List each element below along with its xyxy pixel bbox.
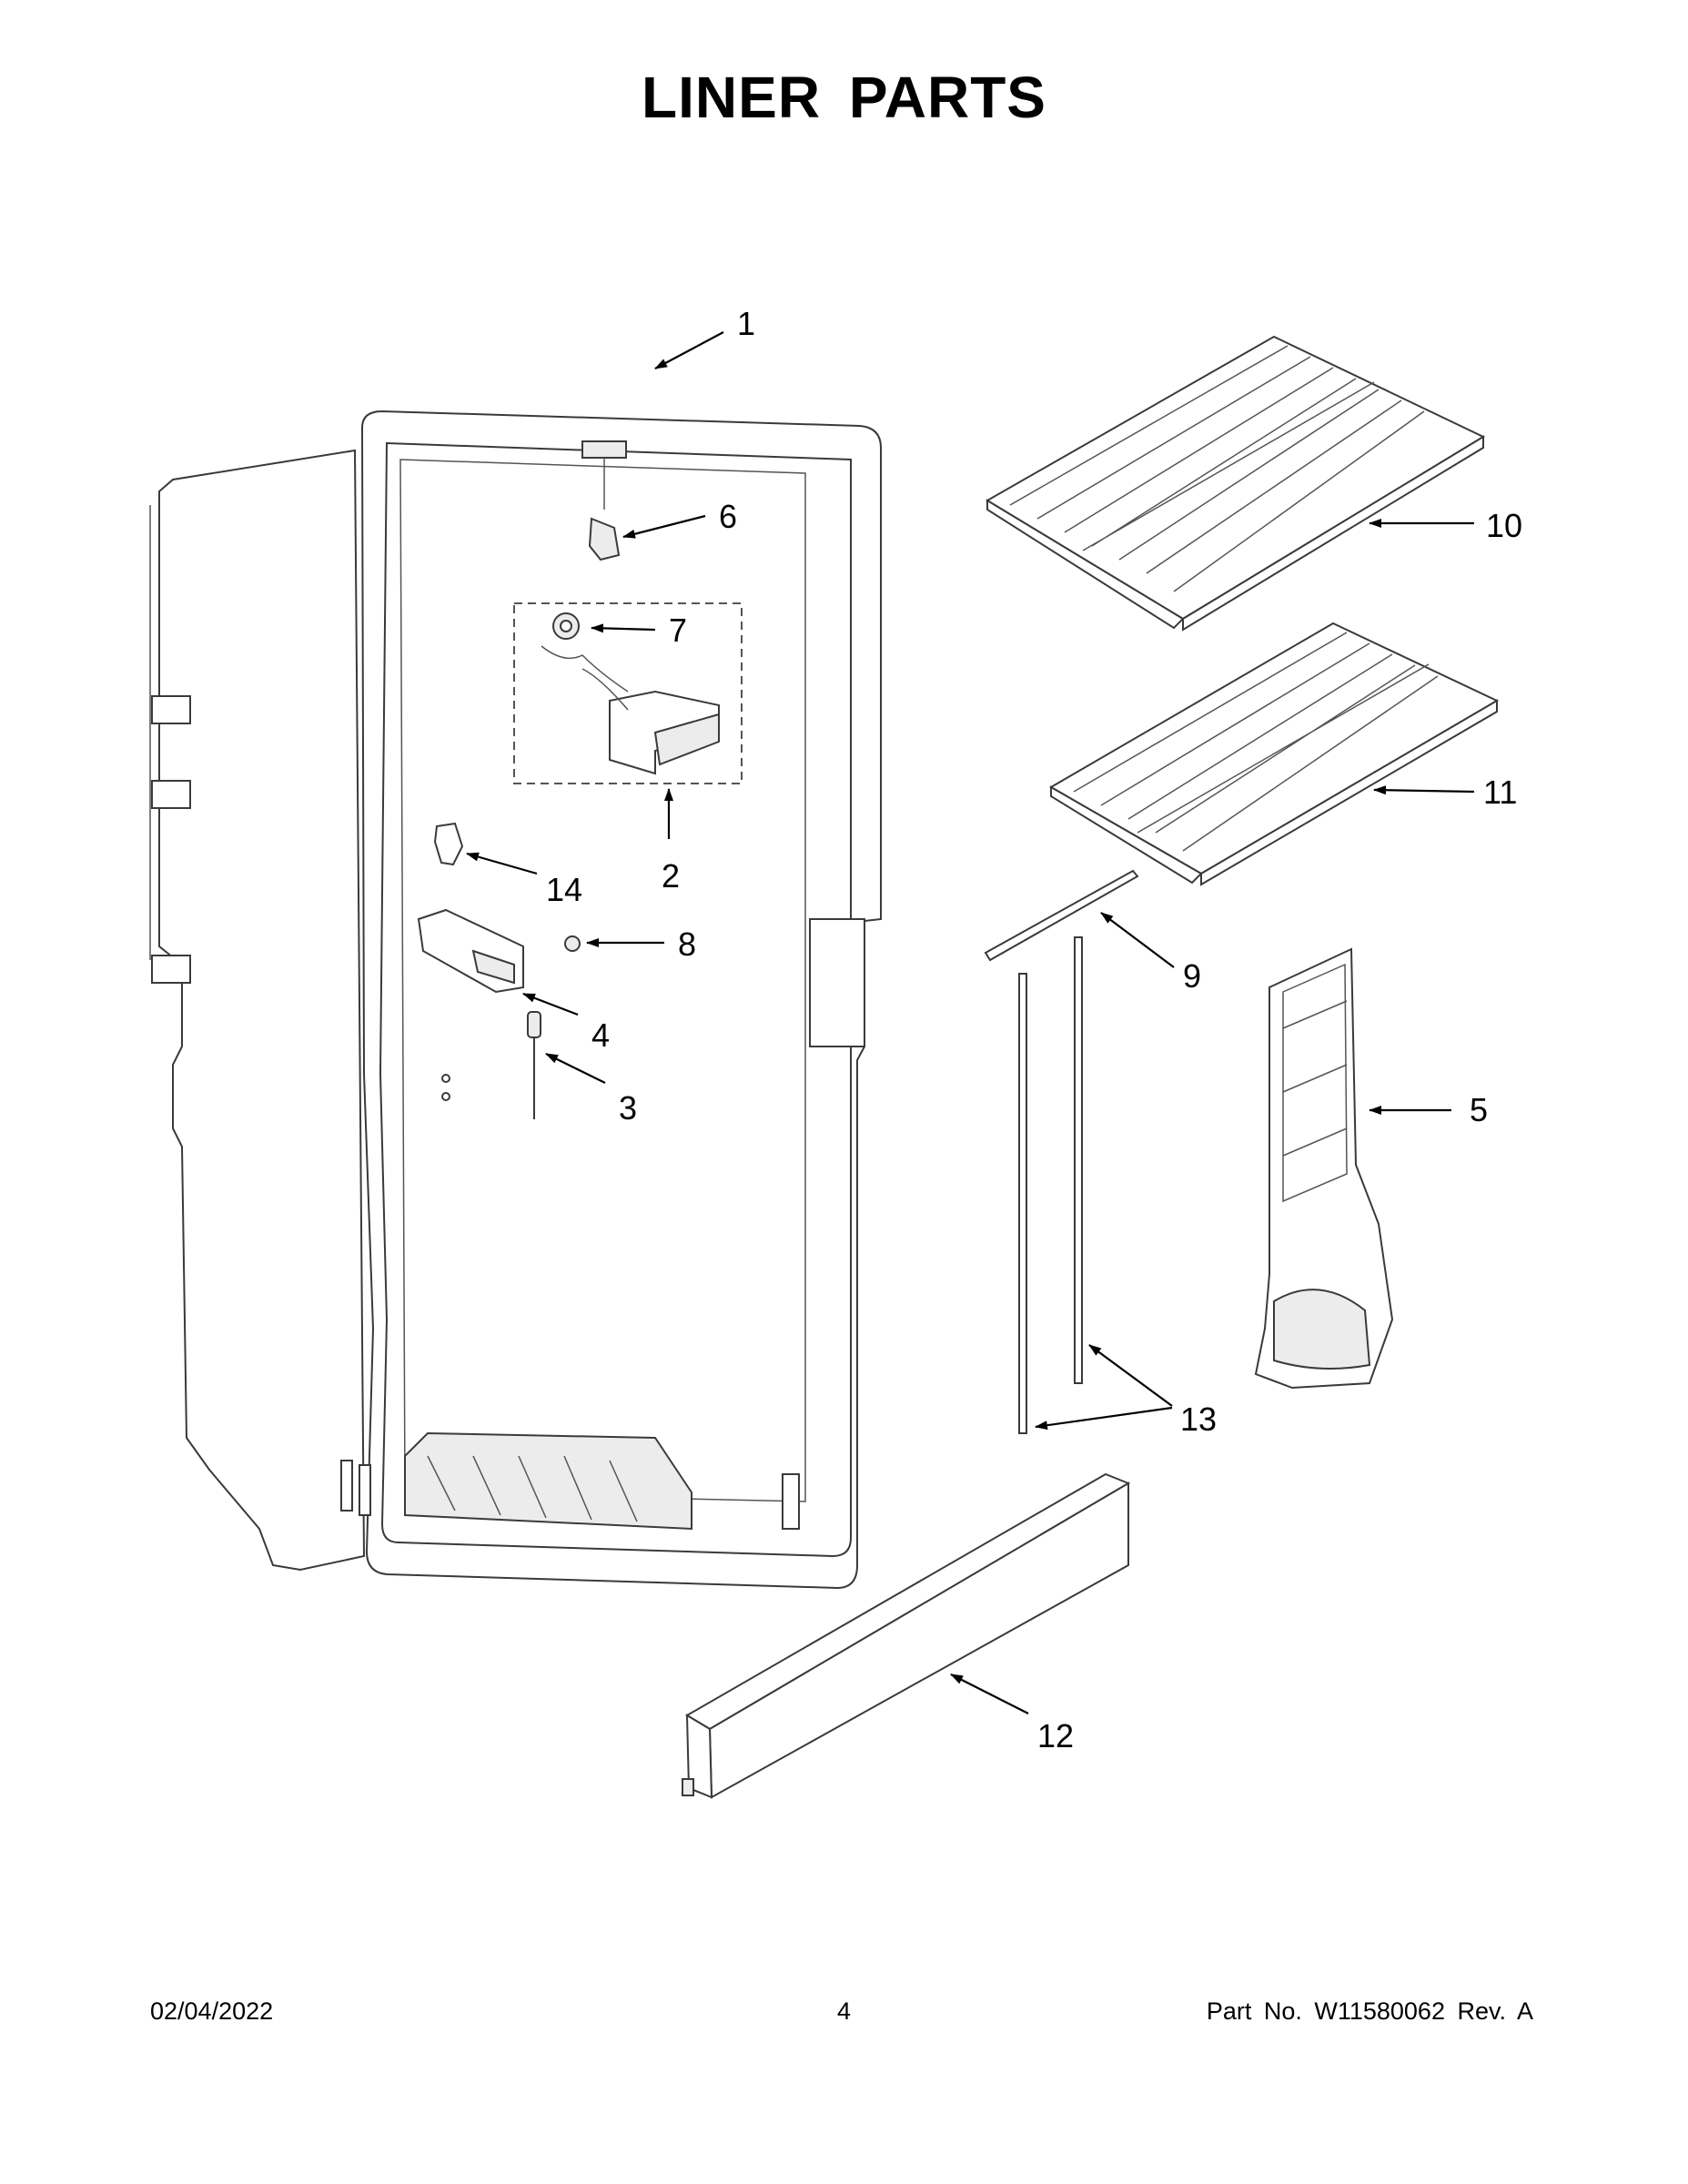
vertical-strip-part-a — [1018, 973, 1027, 1434]
callout-3: 3 — [619, 1089, 637, 1127]
vertical-strip-part-b — [1074, 936, 1083, 1384]
bracket-part — [417, 908, 524, 994]
footer-date: 02/04/2022 — [150, 1997, 274, 2025]
callout-8: 8 — [678, 925, 696, 963]
leader-13a — [1088, 1344, 1173, 1407]
footer-page-number: 4 — [836, 1997, 852, 2025]
leader-14 — [466, 852, 538, 875]
base-grille-part — [682, 1472, 1131, 1799]
liner-body — [149, 410, 882, 1590]
leader-3 — [545, 1053, 606, 1084]
leader-6 — [622, 514, 706, 539]
sensor-part — [527, 1011, 541, 1119]
callout-6: 6 — [719, 498, 737, 535]
callout-1: 1 — [737, 305, 755, 342]
callout-14: 14 — [546, 871, 582, 908]
upper-shelf-part — [986, 335, 1486, 632]
side-wall-tabs — [151, 695, 191, 984]
duct-cover-part — [1254, 947, 1394, 1390]
callout-2: 2 — [662, 857, 680, 895]
callout-4: 4 — [591, 1016, 610, 1054]
screw-part — [564, 935, 581, 952]
callout-13: 13 — [1180, 1400, 1217, 1438]
floor-ribs — [340, 1431, 800, 1531]
callout-5: 5 — [1470, 1091, 1488, 1128]
leader-lines — [466, 331, 1475, 1714]
control-housing-part — [581, 668, 720, 775]
callout-12: 12 — [1037, 1717, 1074, 1754]
leader-1 — [654, 331, 724, 369]
leader-11 — [1373, 785, 1475, 795]
callout-11: 11 — [1483, 774, 1517, 811]
callout-9: 9 — [1183, 957, 1201, 995]
thermostat-knob-part — [541, 612, 629, 693]
footer-part-number: Part No. W11580062 Rev. A — [1206, 1997, 1533, 2025]
vent-damper-part — [588, 517, 621, 561]
callout-7: 7 — [669, 612, 687, 649]
callout-10: 10 — [1486, 507, 1522, 544]
leader-12 — [950, 1673, 1029, 1714]
leader-7 — [591, 623, 656, 633]
clip-part — [433, 822, 464, 866]
lower-shelf-part — [1049, 622, 1500, 886]
strip-part — [984, 869, 1139, 962]
leader-4 — [522, 992, 579, 1016]
leader-9 — [1100, 912, 1175, 968]
leader-13b — [1035, 1406, 1173, 1431]
page-title: LINER PARTS — [642, 65, 1046, 130]
kit-boundary — [513, 602, 743, 784]
